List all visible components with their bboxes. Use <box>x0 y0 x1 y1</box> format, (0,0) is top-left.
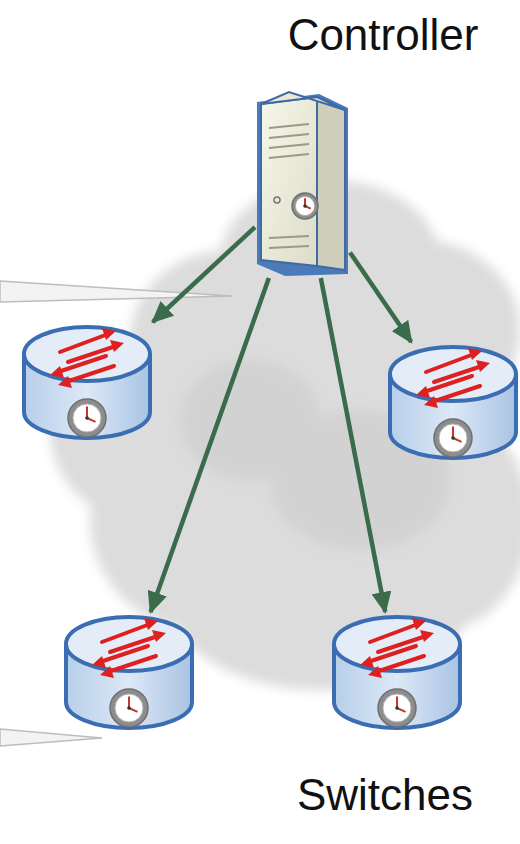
switch-icon <box>20 322 154 444</box>
switch-arrows <box>92 618 166 678</box>
switch-arrows <box>416 348 490 408</box>
switch-cylinder <box>66 617 192 728</box>
control-arrow <box>350 252 411 342</box>
switch-arrows <box>50 328 124 388</box>
callout-leader <box>0 729 102 746</box>
switch-icon <box>62 612 196 734</box>
switch-arrows <box>360 618 434 678</box>
switch-cylinder <box>24 327 150 438</box>
clock-icon <box>434 419 472 457</box>
server-icon <box>255 88 350 278</box>
server-tower <box>257 92 348 276</box>
network-switch <box>330 612 464 734</box>
control-arrow <box>321 278 385 612</box>
group-label: Switches <box>235 770 520 820</box>
switch-icon <box>330 612 464 734</box>
node-heading: Controller <box>233 10 520 60</box>
clock-icon <box>68 399 106 437</box>
control-arrow <box>153 227 255 322</box>
clock-icon <box>292 193 318 219</box>
switch-cylinder <box>334 617 460 728</box>
network-switch <box>62 612 196 734</box>
network-switch <box>20 322 154 444</box>
clock-icon <box>378 689 416 727</box>
callout-leader <box>0 281 232 302</box>
controller-server: Controller <box>255 88 350 278</box>
control-arrow <box>151 278 269 612</box>
clock-icon <box>110 689 148 727</box>
network-switch <box>386 342 520 464</box>
switch-cylinder <box>390 347 516 458</box>
switch-icon <box>386 342 520 464</box>
